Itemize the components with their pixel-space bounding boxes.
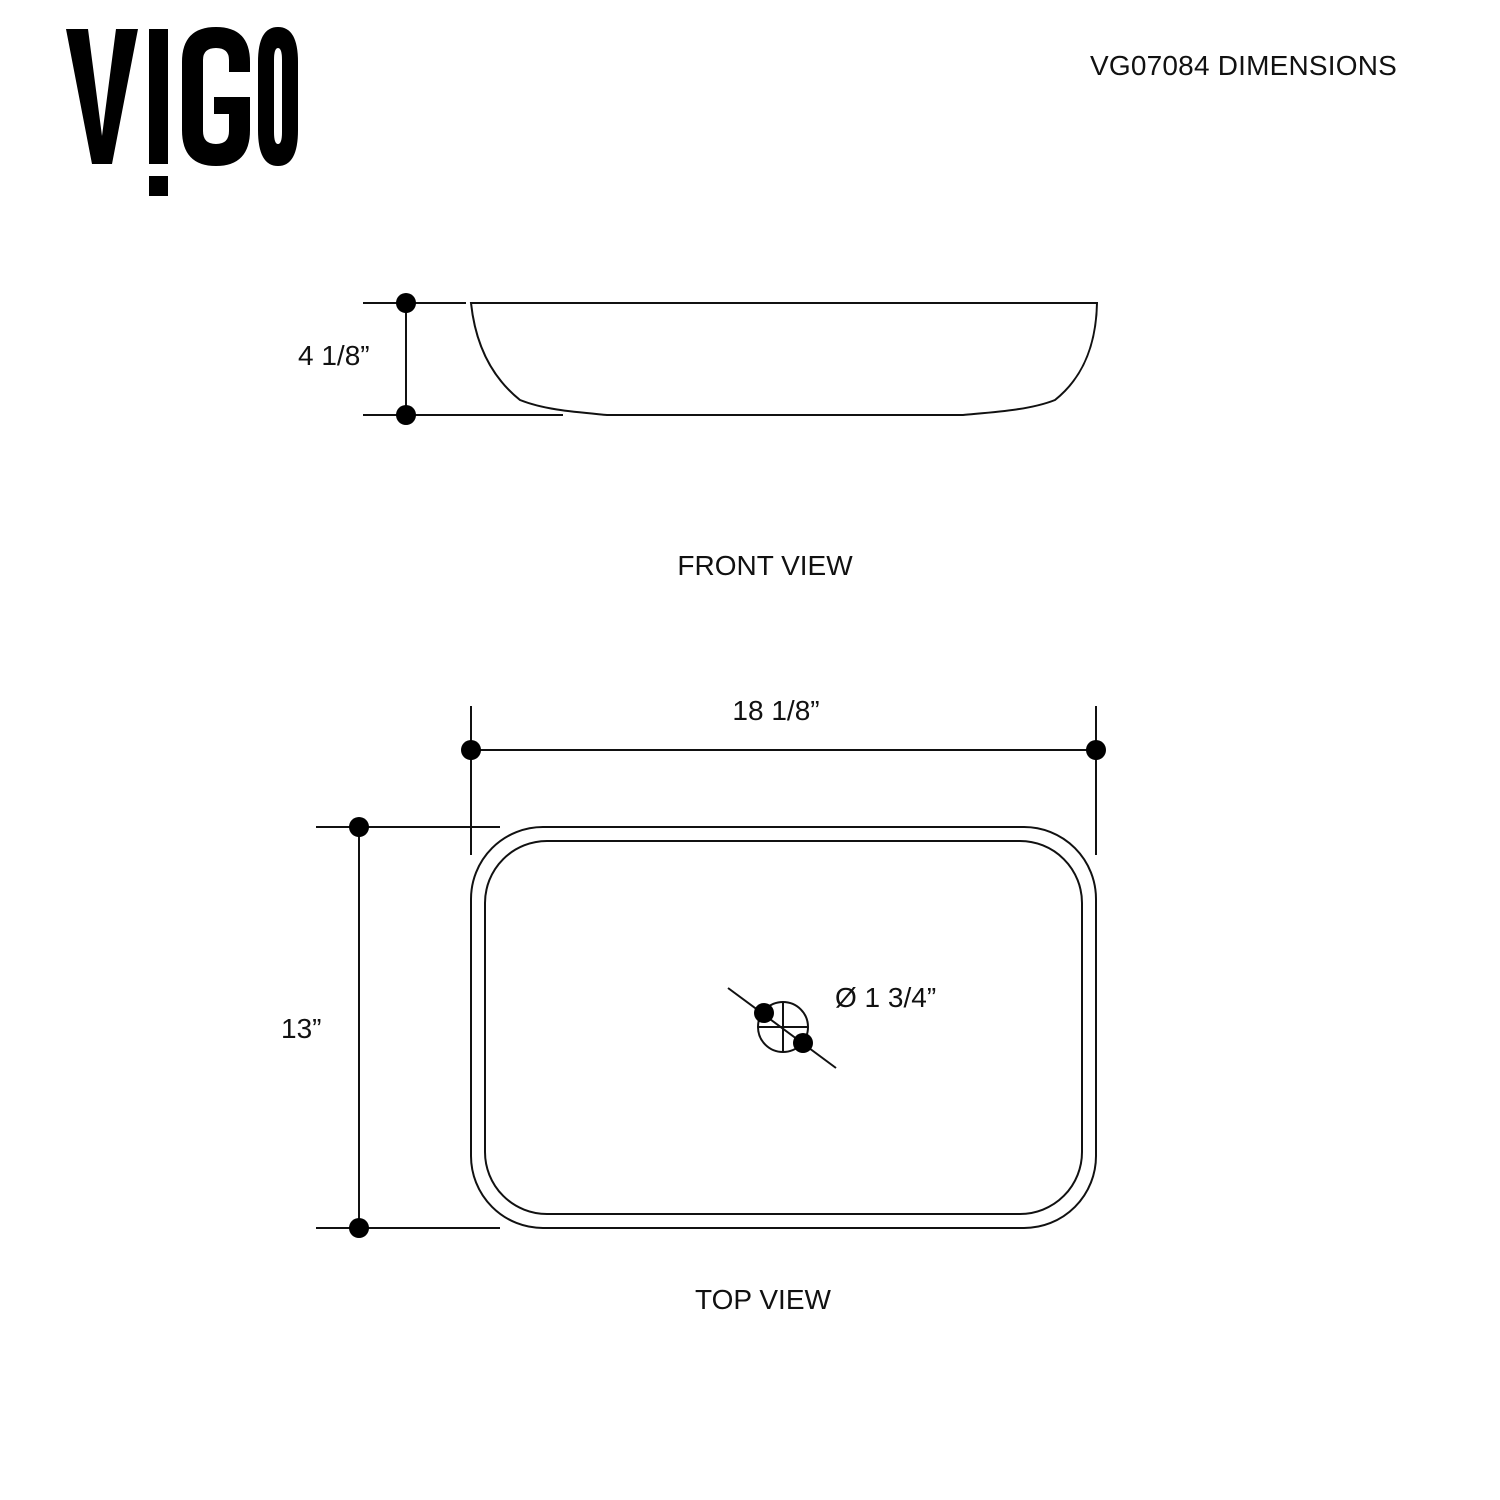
front-view-basin-outline	[469, 302, 1099, 416]
top-width-dimension: 18 1/8”	[732, 695, 820, 726]
vigo-logo	[66, 27, 298, 196]
drain-dimension: Ø 1 3/4”	[835, 982, 937, 1013]
top-depth-dimension: 13”	[281, 1013, 322, 1044]
front-view-label: FRONT VIEW	[677, 550, 853, 581]
front-height-dimension: 4 1/8”	[298, 340, 370, 371]
top-view-basin-inner	[484, 840, 1083, 1215]
page-title: VG07084 DIMENSIONS	[1090, 50, 1398, 81]
top-view-basin-outer	[470, 826, 1097, 1229]
top-view-label: TOP VIEW	[695, 1284, 831, 1315]
